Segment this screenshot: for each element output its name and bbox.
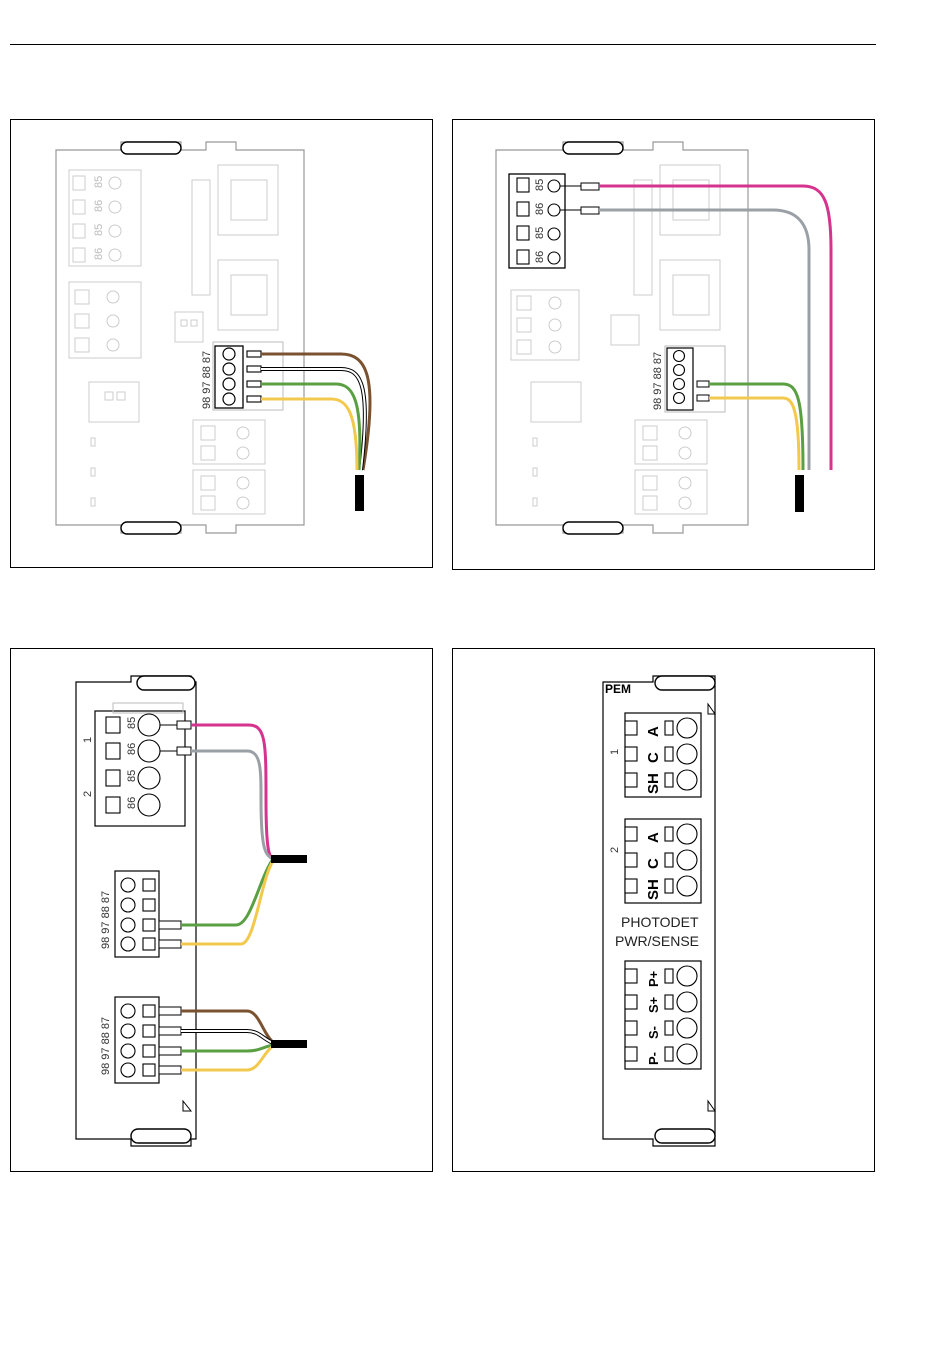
faint-label-85b: 85: [93, 224, 105, 236]
faint-label-86a: 86: [93, 200, 105, 212]
shield-label-1: SH: [645, 773, 662, 794]
diagram-panel-1: 85 86 85 86 98 97 88 87: [10, 119, 433, 568]
label-86a-p2: 86: [534, 203, 546, 215]
label-85b-p2: 85: [534, 227, 546, 239]
s-minus-label: S-: [646, 1026, 661, 1039]
diagram-panel-3: 85 86 85 86 1 2 98 97 88 87 98 97 88 87: [10, 648, 433, 1172]
diagram-panel-4: PEM A C SH 1 A C SH 2 PHOTODET PWR/SENSE…: [452, 648, 875, 1172]
group-label-2-p4: 2: [609, 847, 621, 853]
module-drawing-2: 85 86 85 86 98 97 88 87: [453, 120, 876, 571]
label-85a-p3: 85: [126, 717, 138, 729]
diagram-panel-2: 85 86 85 86 98 97 88 87: [452, 119, 875, 570]
pwr-sense-label: PWR/SENSE: [615, 933, 699, 949]
shield-label-2: SH: [645, 879, 662, 900]
label-85b-p3: 85: [126, 770, 138, 782]
label-86b-p2: 86: [534, 251, 546, 263]
s-plus-label: S+: [646, 996, 661, 1013]
anode-label-1: A: [645, 726, 662, 737]
cable-sheath-2: [795, 475, 804, 512]
module-drawing-4: PEM A C SH 1 A C SH 2 PHOTODET PWR/SENSE…: [453, 649, 876, 1173]
p-minus-label: P-: [646, 1052, 661, 1065]
cable-sheath-3b: [271, 1040, 307, 1048]
pem-label: PEM: [605, 682, 631, 696]
top-rule: [10, 44, 876, 45]
label-86a-p3: 86: [126, 743, 138, 755]
terminal-row-label-3b: 98 97 88 87: [100, 1017, 112, 1075]
group-label-2-p3: 2: [82, 791, 94, 797]
faint-label-85a: 85: [93, 176, 105, 188]
group-label-1-p4: 1: [609, 749, 621, 755]
cathode-label-2: C: [645, 858, 662, 869]
p-plus-label: P+: [646, 970, 661, 987]
module-drawing-3: 85 86 85 86 1 2 98 97 88 87 98 97 88 87: [11, 649, 434, 1173]
label-85a-p2: 85: [534, 179, 546, 191]
group-label-1-p3: 1: [82, 737, 94, 743]
photodet-label: PHOTODET: [621, 914, 699, 930]
terminal-row-label-3a: 98 97 88 87: [100, 891, 112, 949]
module-drawing-1: 85 86 85 86 98 97 88 87: [11, 120, 434, 569]
faint-label-86b: 86: [93, 248, 105, 260]
cathode-label-1: C: [645, 752, 662, 763]
anode-label-2: A: [645, 832, 662, 843]
label-86b-p3: 86: [126, 797, 138, 809]
terminal-row-label-1: 98 97 88 87: [201, 351, 213, 409]
cable-sheath-3a: [271, 855, 307, 863]
terminal-row-label-2: 98 97 88 87: [652, 352, 664, 410]
cable-sheath-1: [355, 475, 364, 511]
